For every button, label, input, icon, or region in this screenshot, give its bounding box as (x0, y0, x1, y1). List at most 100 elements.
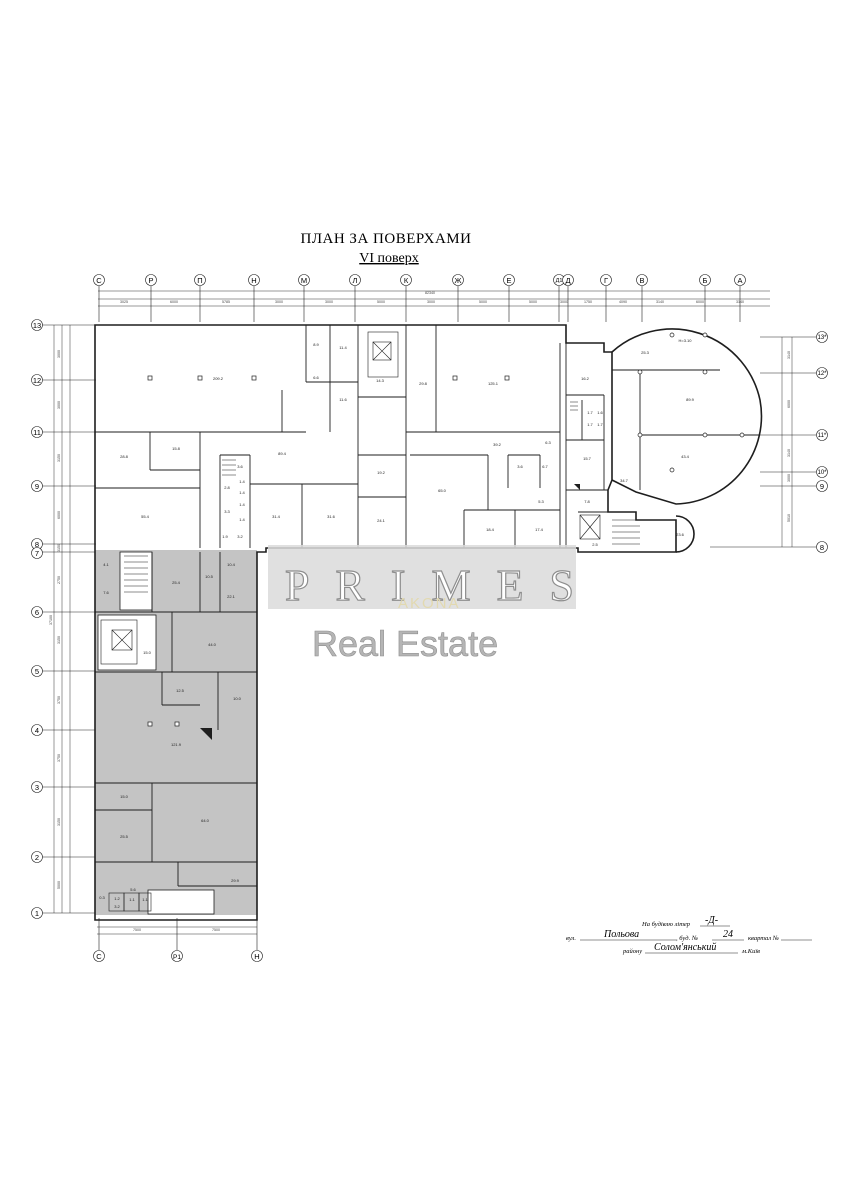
dim-segment: 6000 (57, 511, 61, 519)
street-label: вул. (566, 935, 576, 942)
room-area: 1.4 (239, 517, 245, 522)
room-area: 11.4 (339, 345, 347, 350)
room-area: 14.3 (376, 378, 385, 383)
room-area: 1.4 (239, 490, 245, 495)
axis-label: Р1 (173, 954, 181, 961)
room-area: 15.8 (172, 446, 181, 451)
room-area: 3.2 (114, 904, 120, 909)
axis-label: Р (148, 276, 153, 285)
room-area: 1.1 (129, 897, 135, 902)
room-area: 3.2 (237, 534, 243, 539)
axis-label: С (96, 276, 102, 285)
dim-segment: 3000 (57, 401, 61, 409)
room-area: 0.3 (99, 895, 105, 900)
building-walls (94, 324, 763, 921)
room-area: 1.4 (239, 502, 245, 507)
dim-segment: 6000 (696, 300, 704, 304)
dim-segment: 3000 (325, 300, 333, 304)
axis-label: 12 (33, 376, 41, 385)
house-value: 24 (723, 929, 733, 940)
room-area: 44.0 (208, 642, 217, 647)
watermark: PRIMES AKONA Real Estate (268, 545, 576, 664)
shaft-marker (574, 484, 580, 490)
room-area: H=3.10 (678, 338, 692, 343)
room-area: 6.7 (542, 464, 548, 469)
room-area: 7.8 (584, 499, 590, 504)
room-area: 3.3 (224, 509, 230, 514)
room-area: 15.7 (583, 456, 592, 461)
dim-segment: 4090 (619, 300, 627, 304)
room-area: 25.4 (172, 580, 181, 585)
left-segment-dims: 3000 3000 3150 6000 2750 3150 3750 3750 … (57, 350, 61, 889)
block-label: квартал № (748, 935, 779, 942)
room-area: 15.0 (120, 794, 129, 799)
room-area: 2.5 (592, 542, 598, 547)
room-area: 10.0 (233, 696, 242, 701)
axis-label: 11 (33, 428, 41, 437)
room-area: 1.7 (587, 422, 593, 427)
unshaded-cutouts (97, 551, 215, 915)
dim-segment: 3750 (57, 696, 61, 704)
axis-label: Д (565, 276, 570, 285)
room-area: 17.4 (535, 527, 544, 532)
district-label: району (622, 948, 642, 955)
top-segment-dims: 3025 6000 5785 3000 3000 5000 3000 5000 … (120, 300, 744, 304)
bottom-axis-labels: С Р1 Н (96, 952, 259, 961)
axis-label: 2 (35, 853, 39, 862)
room-area: 6.6 (313, 375, 319, 380)
column-markers (147, 332, 745, 727)
room-area: 31.4 (272, 514, 281, 519)
dim-segment: 2750 (57, 576, 61, 584)
dim-segment: 3140 (656, 300, 664, 304)
dim-segment: 3750 (57, 754, 61, 762)
room-area: 5.3 (538, 499, 544, 504)
building-value: -Д- (705, 915, 718, 926)
axis-label: 11* (818, 433, 827, 439)
room-area: 24.1 (377, 518, 386, 523)
stair-symbols (100, 331, 640, 665)
dim-segment: 7500 (133, 928, 141, 932)
axis-label: 9 (35, 482, 39, 491)
left-total-dimension: 37100 (49, 615, 53, 625)
room-area: 18.4 (486, 527, 495, 532)
dim-segment: 7500 (212, 928, 220, 932)
room-area: 209.2 (213, 376, 224, 381)
axis-label: Е (506, 276, 511, 285)
dim-segment: 3000 (787, 474, 791, 482)
room-area: 1.2 (114, 896, 120, 901)
axis-label: Д1 (556, 278, 563, 284)
room-area: 23.6 (676, 532, 685, 537)
room-area: 29.8 (419, 381, 428, 386)
dim-segment: 3150 (57, 636, 61, 644)
room-area: 64.0 (201, 818, 210, 823)
right-axis-labels: 13* 12* 11* 10* 9 8 (817, 335, 827, 552)
room-area: 6.3 (545, 440, 551, 445)
axis-label: В (639, 276, 644, 285)
axis-label: С (96, 952, 102, 961)
right-segment-dims: 3140 6000 3140 5010 3000 (787, 351, 791, 522)
room-area: 121.9 (171, 742, 182, 747)
street-value: Польова (603, 929, 639, 940)
room-area: 1.7 (587, 410, 593, 415)
room-area: 31.6 (327, 514, 336, 519)
dim-segment: 5000 (57, 881, 61, 889)
top-axis-labels: С Р П Н М Л К Ж Е Д1 Д Г В Б А (96, 276, 742, 285)
interior-walls (95, 325, 760, 887)
room-area: 1.6 (597, 410, 603, 415)
axis-label: А (737, 276, 742, 285)
room-area: 12.5 (176, 688, 185, 693)
watermark-real-estate: Real Estate (312, 623, 498, 664)
room-area: 7.6 (103, 590, 109, 595)
room-area: 22.1 (227, 594, 236, 599)
room-area: 28.8 (120, 454, 129, 459)
room-area: 19.2 (377, 470, 386, 475)
room-area: 43.4 (681, 454, 690, 459)
axis-label: Л (353, 276, 358, 285)
room-area: 4.1 (103, 562, 109, 567)
house-label: , буд. № (676, 935, 698, 942)
axis-label: 9 (820, 482, 824, 491)
room-area: 25.5 (120, 834, 129, 839)
shaft-marker (200, 728, 212, 740)
dim-segment: 6000 (787, 400, 791, 408)
